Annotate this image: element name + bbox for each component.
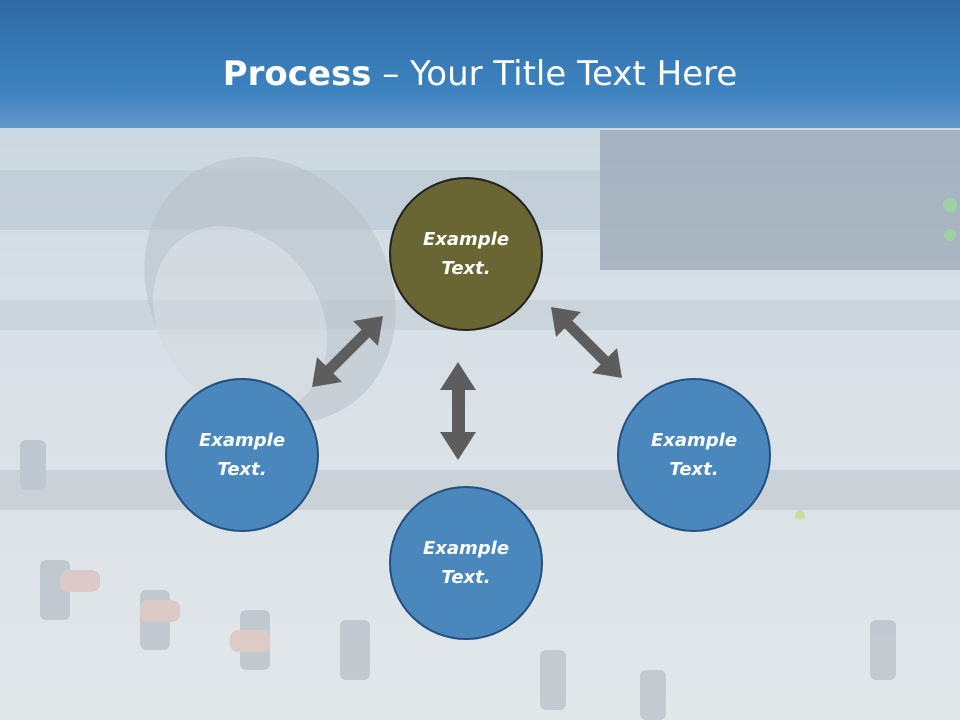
title-bold: Process bbox=[222, 54, 372, 94]
double-arrow-right-icon bbox=[551, 307, 622, 378]
left-node: Example Text. bbox=[165, 378, 319, 532]
node-text-line1: Example bbox=[422, 229, 510, 250]
node-text-line1: Example bbox=[198, 430, 286, 451]
double-arrow-left-icon bbox=[312, 316, 383, 387]
double-arrow-down-icon bbox=[440, 362, 476, 460]
center-node: Example Text. bbox=[389, 177, 543, 331]
node-text-line2: Text. bbox=[669, 459, 719, 480]
slide-title: Process – Your Title Text Here bbox=[0, 52, 960, 96]
title-rest: – Your Title Text Here bbox=[371, 54, 738, 94]
node-text-line2: Text. bbox=[217, 459, 267, 480]
bottom-node: Example Text. bbox=[389, 486, 543, 640]
node-text-line1: Example bbox=[422, 538, 510, 559]
node-text-line1: Example bbox=[650, 430, 738, 451]
right-node: Example Text. bbox=[617, 378, 771, 532]
node-text-line2: Text. bbox=[441, 258, 491, 279]
node-text-line2: Text. bbox=[441, 567, 491, 588]
title-band bbox=[0, 0, 960, 128]
